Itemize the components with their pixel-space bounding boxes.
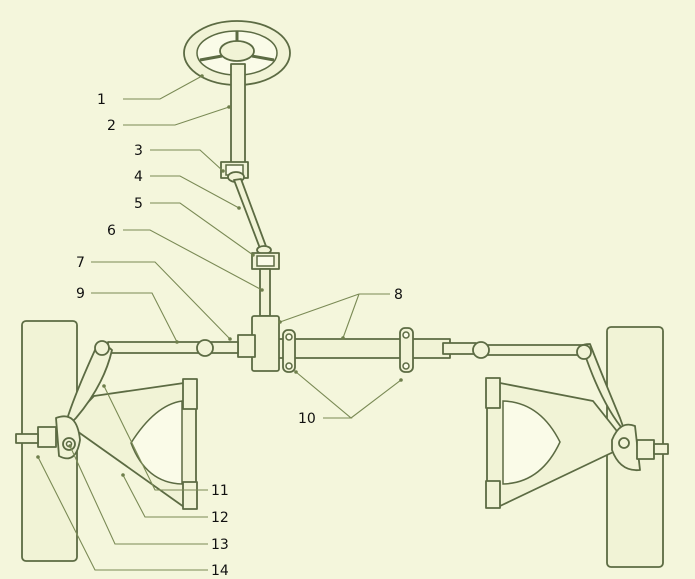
tie-rod-end-left — [196, 339, 214, 357]
rack-and-pinion-housing — [237, 315, 477, 372]
left-steering-knuckle-arm — [63, 340, 113, 431]
leader-2 — [123, 106, 230, 126]
right-hub-assembly — [611, 423, 669, 472]
tie-rod-left — [107, 341, 239, 354]
left-hub-assembly — [15, 415, 81, 460]
mounting-clamp-left — [282, 329, 296, 373]
tie-rod-right — [475, 344, 585, 356]
steering-wheel — [183, 20, 291, 86]
leader-5 — [150, 202, 254, 256]
label-12: 12 — [211, 510, 229, 526]
right-lower-control-arm — [485, 377, 629, 509]
label-7: 7 — [76, 255, 85, 271]
leader-11 — [103, 385, 208, 491]
leader-8 — [279, 293, 390, 339]
label-4: 4 — [134, 169, 143, 185]
left-lower-control-arm — [66, 378, 198, 510]
label-3: 3 — [134, 143, 143, 159]
leader-9 — [91, 292, 178, 343]
tie-rod-end-right — [472, 341, 490, 359]
leader-1 — [123, 75, 203, 100]
leader-dots — [36, 74, 403, 477]
leader-14 — [37, 456, 208, 571]
label-13: 13 — [211, 537, 229, 553]
leader-13 — [69, 445, 208, 545]
label-6: 6 — [107, 223, 116, 239]
leader-6 — [123, 229, 263, 291]
leader-lines — [37, 75, 402, 571]
label-11: 11 — [211, 483, 229, 499]
upper-universal-joint — [220, 161, 249, 183]
label-1: 1 — [97, 92, 106, 108]
lower-universal-joint — [251, 245, 280, 270]
intermediate-shaft — [233, 178, 268, 252]
label-10: 10 — [298, 411, 316, 427]
callout-labels: 1 2 3 4 5 6 7 8 9 10 11 12 13 14 — [76, 92, 403, 579]
label-5: 5 — [134, 196, 143, 212]
label-8: 8 — [394, 287, 403, 303]
right-steering-knuckle-arm — [576, 343, 626, 433]
leader-12 — [122, 474, 208, 518]
steering-column — [230, 63, 246, 168]
leader-7 — [91, 261, 231, 340]
label-14: 14 — [211, 563, 229, 579]
leader-4 — [150, 175, 240, 209]
mounting-clamp-right — [399, 327, 414, 373]
label-2: 2 — [107, 118, 116, 134]
leader-10 — [295, 371, 402, 419]
leader-3 — [150, 149, 224, 172]
label-9: 9 — [76, 286, 85, 302]
pinion-shaft — [259, 268, 271, 317]
